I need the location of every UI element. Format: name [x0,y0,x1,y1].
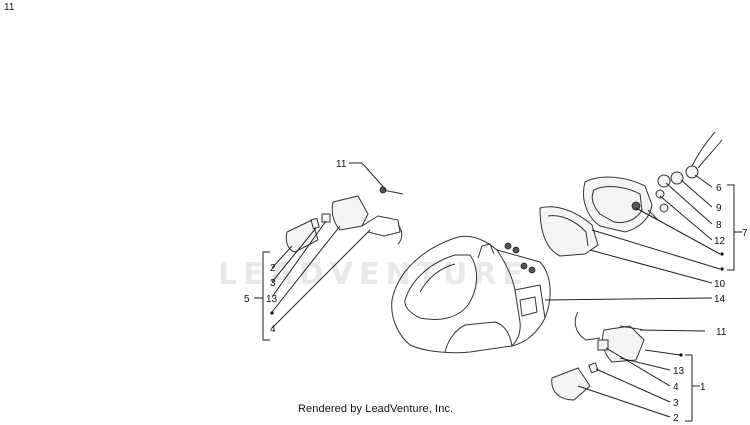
callout-right-lower-item-3: 3 [673,398,679,409]
callout-right-upper-item-4: 12 [714,236,726,247]
callout-mid-right-1: 10 [714,279,726,290]
callout-left-item-3: 13 [266,294,278,305]
callout-left-item-1: 2 [270,263,276,274]
headlight-assembly [539,176,659,257]
callout-right-lower-item-1: 13 [673,366,685,377]
callout-right-lower-bolt: 11 [716,327,727,338]
watermark: LEADVENTURE [218,257,529,292]
top-bolt [379,186,404,195]
callout-left-item-2: 3 [270,278,276,289]
callout-mid-right-2: 14 [714,294,726,305]
callout-right-lower-item-4: 2 [673,413,679,424]
callout-right-upper-item-2: 9 [716,203,722,214]
callout-right-upper-group: 7 [742,228,748,239]
right-turn-signal [551,311,645,401]
callout-left-item-4: 4 [270,324,276,335]
callout-right-lower-item-2: 4 [673,382,679,393]
bulb-sockets [655,131,723,213]
bracket-dots [270,252,724,357]
callout-right-upper-item-1: 6 [716,183,722,194]
callout-left-group: 5 [244,294,250,305]
front-fairing [391,235,551,354]
callout-top-bolt: 11 [336,159,347,170]
leader-lines [254,162,742,422]
fairing-nuts [504,242,536,274]
page-number: 11 [4,2,15,13]
callout-right-upper-item-3: 8 [716,220,722,231]
callout-right-lower-group: 1 [700,382,706,393]
credit-line: Rendered by LeadVenture, Inc. [298,403,454,415]
